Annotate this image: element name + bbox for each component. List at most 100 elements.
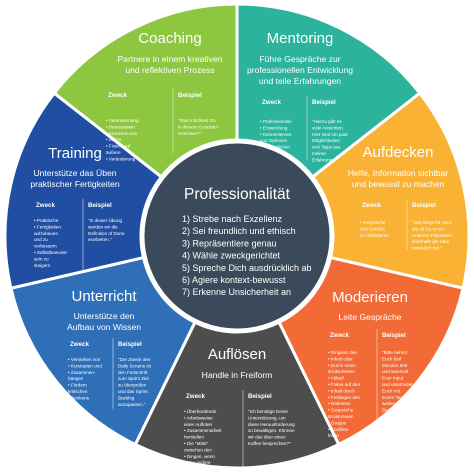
zweck-text-aufloesen: • Haltung passt: [184, 467, 216, 472]
beispiel-label-training: Beispiel: [88, 202, 112, 209]
zweck-text-aufloesen: keine andere: [184, 460, 211, 465]
segments-layer: [3, 2, 471, 470]
center-item: 3) Repräsentiere genau: [182, 238, 277, 248]
beispiel-label-mentoring: Beispiel: [312, 99, 336, 106]
zweck-text-aufloesen: • Dingen, wenn: [184, 454, 215, 459]
beispiel-text-training: erarbeiten.": [88, 237, 112, 242]
segment-subtitle-training: Unterstütze das Üben: [33, 168, 116, 178]
segment-subtitle-mentoring: professionellen Entwicklung: [247, 65, 353, 75]
zweck-text-moderieren: • Durch einen: [328, 363, 356, 368]
beispiel-text-unterricht: den Fortschritt: [118, 370, 148, 375]
zweck-text-mentoring: und möglichen: [260, 145, 290, 150]
segment-training: [3, 91, 164, 290]
zweck-text-moderieren: • Ablauf: [328, 376, 344, 381]
zweck-text-mentoring: • Entwicklung: [260, 125, 288, 130]
segment-subtitle-aufdecken: und bewusst zu machen: [352, 179, 445, 189]
segment-subtitle-coaching: und reflektiven Prozess: [125, 65, 214, 75]
zweck-text-moderieren: • Festlegen des: [328, 395, 360, 400]
beispiel-text-unterricht: und das Sprint: [118, 389, 148, 394]
zweck-text-training: und zu: [34, 237, 48, 242]
beispiel-text-moderieren: und unterhaltet: [382, 382, 413, 387]
zweck-text-moderieren: • Inhalt durch: [328, 388, 355, 393]
beispiel-label-coaching: Beispiel: [178, 92, 202, 99]
zweck-label-moderieren: Zweck: [330, 332, 349, 339]
beispiel-text-moderieren: Euer Input: [382, 376, 404, 381]
beispiel-text-aufloesen: diese Herausforderung: [248, 422, 295, 427]
segment-title-training: Training: [48, 145, 102, 162]
beispiel-label-unterricht: Beispiel: [118, 341, 142, 348]
beispiel-text-mentoring: meiner: [312, 151, 327, 156]
zweck-text-mentoring: von Optionen: [260, 138, 288, 143]
zweck-text-coaching: • Verantwortung: [106, 118, 139, 123]
zweck-text-moderieren: • Konflikte: [328, 427, 349, 432]
zweck-text-moderieren: • Inhalt oder: [328, 356, 353, 361]
zweck-text-moderieren: • Dirigiere den: [328, 350, 357, 355]
zweck-text-moderieren: strukturieren: [328, 414, 354, 419]
beispiel-text-aufloesen: wir das über einen: [248, 435, 286, 440]
zweck-text-aufdecken: • Gespräche: [360, 220, 386, 225]
beispiel-text-moderieren: darüber.": [382, 414, 401, 419]
beispiel-text-training: Definition of Done: [88, 231, 125, 236]
beispiel-text-unterricht: "Der Zweck des: [118, 357, 151, 362]
beispiel-text-moderieren: und sammelt: [382, 369, 409, 374]
zweck-text-moderieren: • Rahmens: [328, 401, 351, 406]
center-item: 7) Erkenne Unsicherheit an: [182, 287, 291, 297]
zweck-text-unterricht: kritischen: [68, 389, 88, 394]
segment-subtitle-mentoring: und teile Erfahrungen: [259, 76, 341, 86]
segment-subtitle-aufdecken: Helfe, Information sichtbar: [348, 168, 448, 178]
center-circle: [141, 140, 333, 332]
segment-title-coaching: Coaching: [138, 30, 201, 47]
beispiel-text-unterricht: Daily Scrums ist: [118, 363, 152, 368]
segment-title-moderieren: Moderieren: [332, 289, 408, 306]
beispiel-text-unterricht: zu überprüfen: [118, 383, 147, 388]
segment-coaching: [52, 2, 239, 180]
beispiel-text-moderieren: Euren Team: [382, 395, 407, 400]
beispiel-text-moderieren: Minuten Zeit: [382, 363, 408, 368]
center-item: 2) Sei freundlich und ethisch: [182, 226, 296, 236]
segment-title-unterricht: Unterricht: [71, 288, 137, 305]
zweck-text-training: verbessern: [34, 244, 57, 249]
beispiel-text-aufloesen: Unterstützung, um: [248, 415, 286, 420]
segment-moderieren: [277, 255, 465, 447]
beispiel-text-mentoring: Hier sind ein paar: [312, 132, 348, 137]
center-item: 4) Wähle zweckgerichtet: [182, 251, 281, 261]
zweck-text-aufdecken: zu reflektieren: [360, 233, 389, 238]
zweck-text-unterricht: • Denkens: [68, 395, 90, 400]
zweck-text-aufloesen: • Überbordende: [184, 408, 217, 414]
zweck-text-aufdecken: und Gefühle: [360, 226, 385, 231]
beispiel-text-mentoring: und Tipps aus: [312, 145, 341, 150]
beispiel-label-moderieren: Beispiel: [382, 332, 406, 339]
beispiel-text-moderieren: "Bitte nehmt: [382, 350, 408, 355]
center-item: 1) Strebe nach Exzellenz: [182, 214, 283, 224]
zweck-text-training: steigern: [34, 263, 51, 268]
zweck-text-unterricht: • Zusammen-: [68, 370, 96, 375]
zweck-label-aufdecken: Zweck: [362, 202, 381, 209]
zweck-text-unterricht: • Verstehen von: [68, 357, 101, 362]
zweck-text-aufloesen: zwischen den: [184, 447, 212, 452]
zweck-text-unterricht: hängen: [68, 376, 84, 381]
beispiel-text-coaching: erreichen?": [178, 131, 202, 136]
zweck-text-aufloesen: • Die "Mitte": [184, 441, 209, 446]
beispiel-text-moderieren: Euch mit: [382, 388, 401, 393]
beispiel-text-unterricht: zum Sprint Ziel: [118, 376, 149, 381]
beispiel-text-aufdecken: Anderen Fokussiert: [412, 233, 453, 238]
zweck-text-training: • Praktische: [34, 218, 59, 223]
center-items: 1) Strebe nach Exzellenz 2) Sei freundlic…: [182, 214, 312, 297]
segment-subtitle-unterricht: Unterstütze den: [74, 311, 135, 321]
beispiel-text-aufloesen: "Ich benötige Deine: [248, 409, 288, 414]
zweck-text-coaching: • Fixiere auf: [106, 144, 131, 149]
beispiel-text-mentoring: Erfahrung...": [312, 157, 338, 162]
beispiel-text-training: "In dieser Übung: [88, 217, 123, 223]
center-item: 5) Spreche Dich ausdrücklich ab: [182, 263, 312, 273]
zweck-text-training: sein zu: [34, 256, 49, 261]
segment-subtitle-moderieren: Leite Gespräche: [338, 312, 401, 322]
zweck-text-coaching: • Erreichen von: [106, 131, 138, 136]
beispiel-text-coaching: "Was möchtest Du: [178, 118, 216, 123]
zweck-text-moderieren: • Gespräche: [328, 408, 354, 413]
zweck-text-moderieren: strukturierten: [328, 369, 355, 374]
